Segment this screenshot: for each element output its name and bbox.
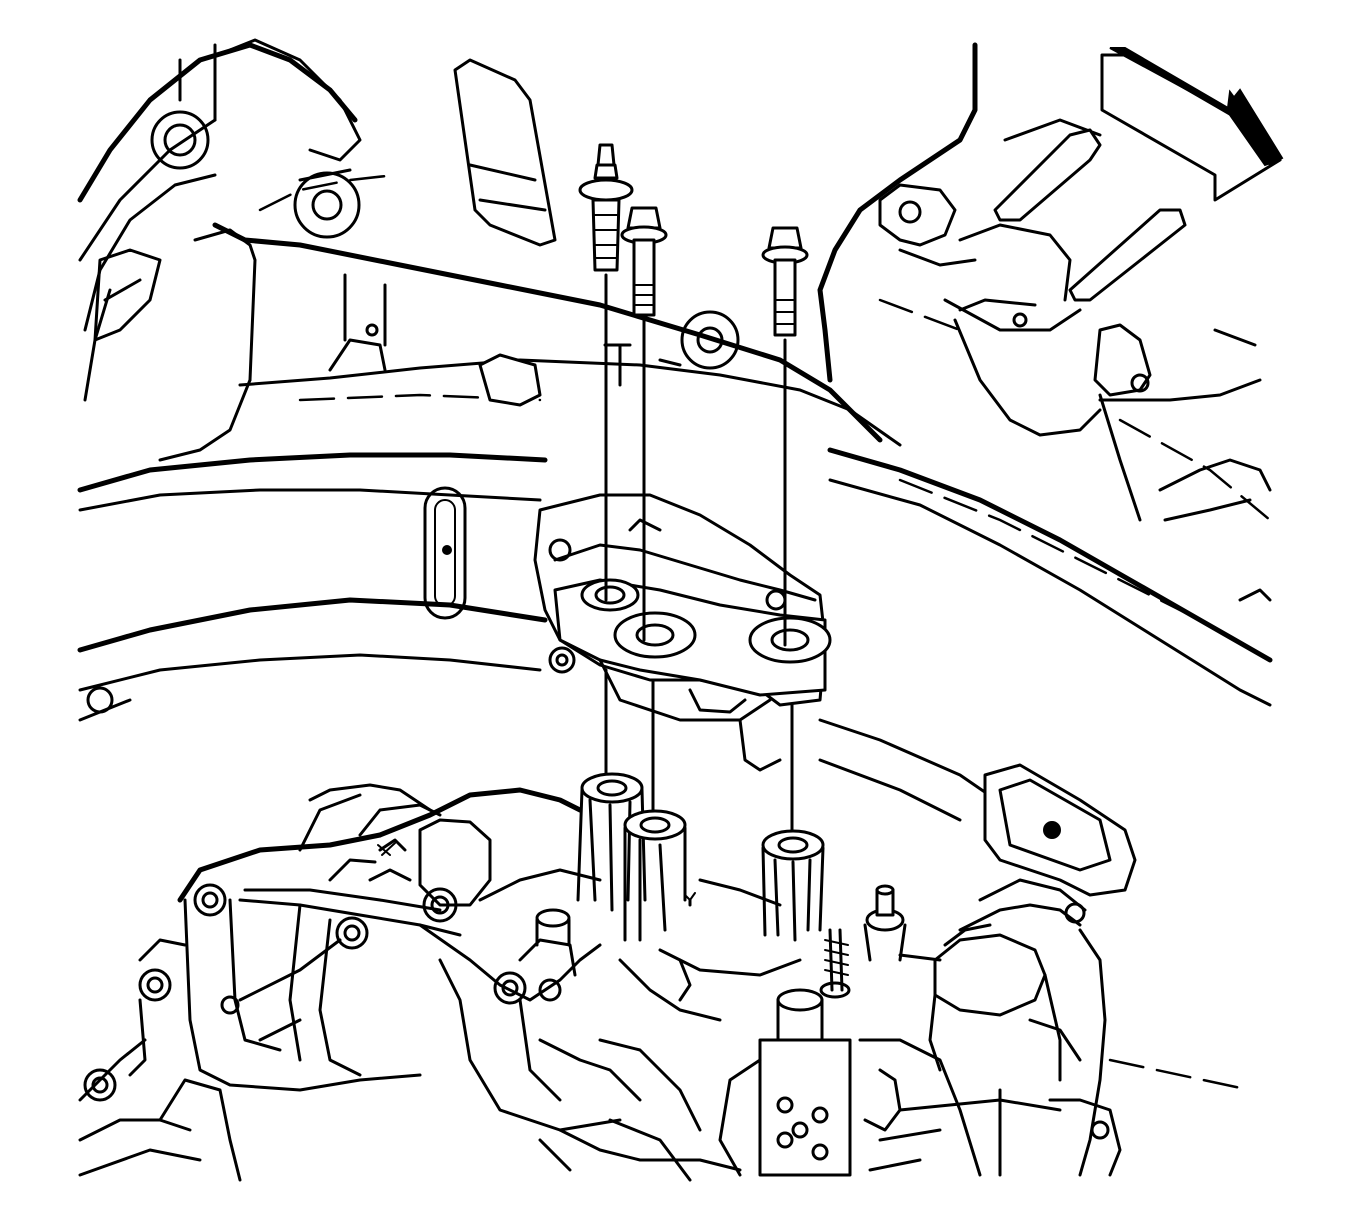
direction-arrow-icon: [1100, 47, 1284, 202]
crossmember: [77, 222, 1273, 1092]
transmission-case: [78, 763, 1137, 1182]
bracket-tab: [453, 58, 557, 247]
upper-left-frame: [77, 38, 397, 402]
frame-slot: [423, 486, 467, 620]
mount-bolts: [578, 143, 809, 832]
upper-right-structure: [817, 42, 1272, 602]
